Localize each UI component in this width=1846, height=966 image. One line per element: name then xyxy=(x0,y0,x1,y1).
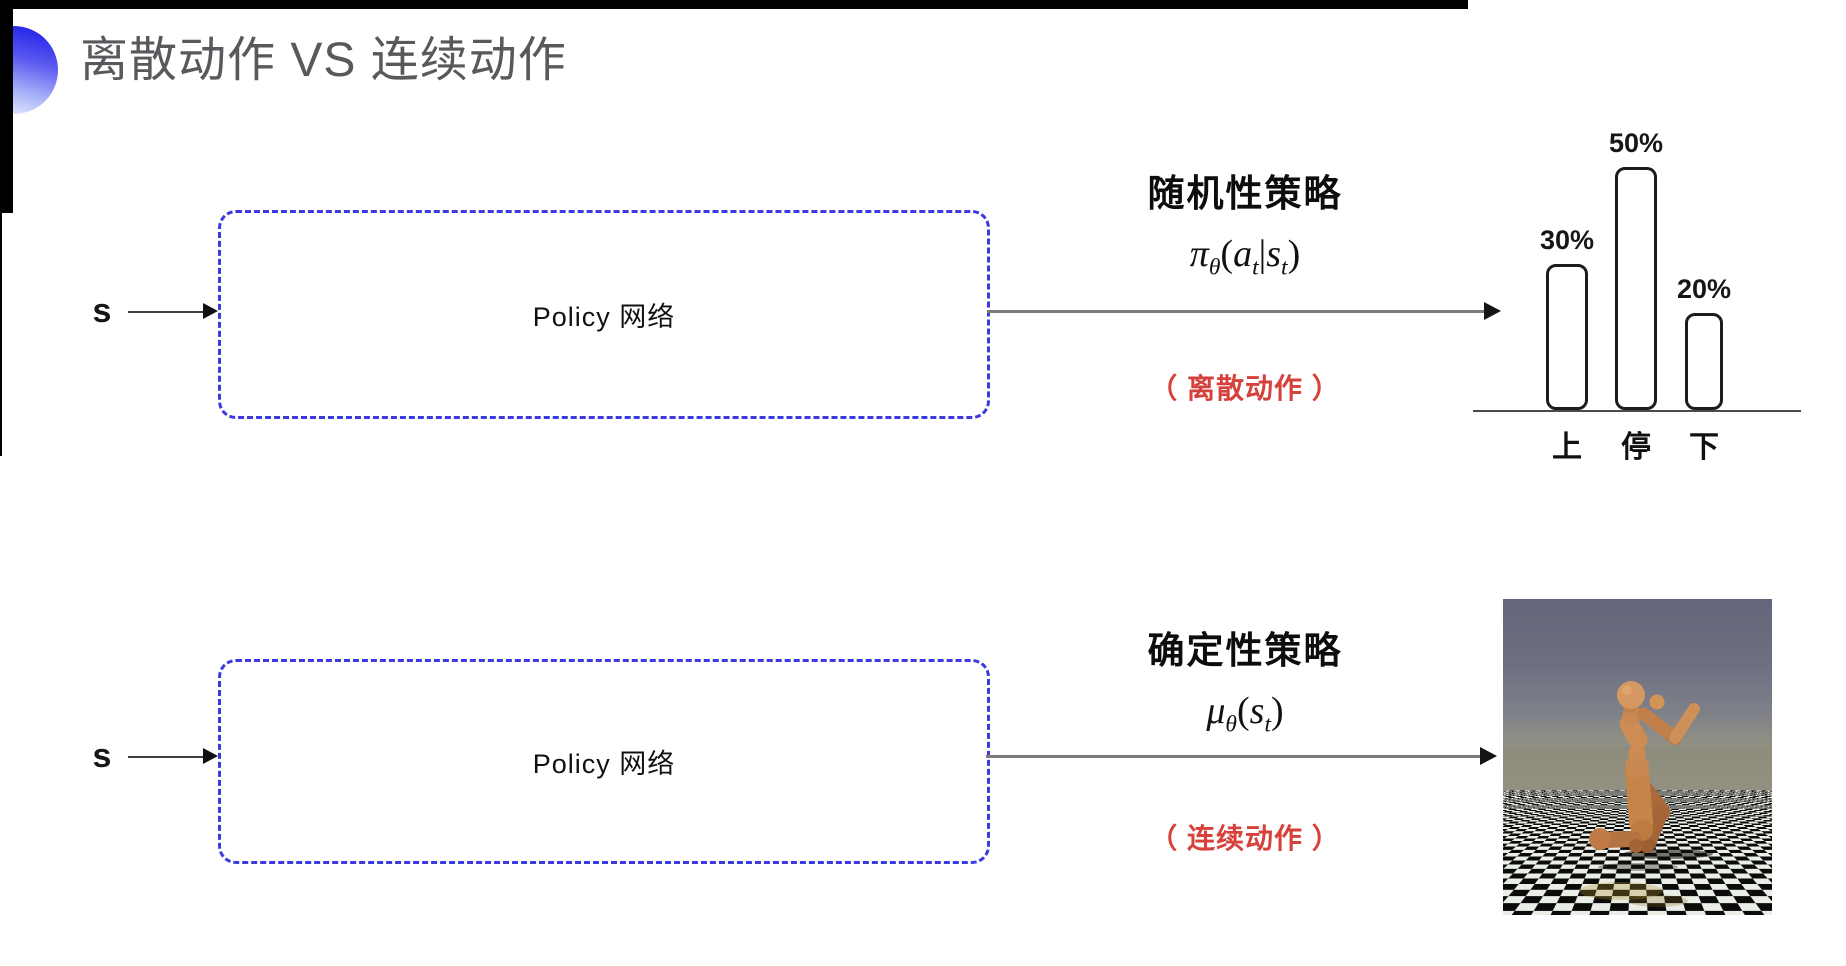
output-arrowhead-row1 xyxy=(1484,302,1501,320)
policy-network-box-row2: Policy 网络 xyxy=(218,659,990,864)
stochastic-policy-formula: πθ(at|st) xyxy=(1189,233,1301,281)
probability-value-label: 50% xyxy=(1608,128,1664,158)
frame-left-hairline xyxy=(0,0,2,456)
probability-bar-上 xyxy=(1546,264,1588,410)
deterministic-policy-formula: μθ(st) xyxy=(1206,690,1284,738)
policy-network-box-row1: Policy 网络 xyxy=(218,210,990,419)
probability-value-label: 20% xyxy=(1676,274,1732,304)
deterministic-policy-title: 确定性策略 xyxy=(1147,630,1343,671)
output-arrow-row1 xyxy=(987,310,1486,313)
state-input-label-row1: s xyxy=(92,292,112,330)
probability-bar-下 xyxy=(1685,313,1723,410)
action-probability-bar-chart: 30% 上 50% 停 20% 下 xyxy=(1473,128,1803,464)
frame-left-bar xyxy=(0,0,13,213)
probability-value-label: 30% xyxy=(1539,225,1595,255)
frame-top-bar xyxy=(0,0,1468,9)
stochastic-policy-title: 随机性策略 xyxy=(1147,173,1343,214)
mujoco-humanoid-image xyxy=(1503,599,1772,915)
state-input-label-row2: s xyxy=(92,737,112,775)
chart-baseline xyxy=(1473,410,1801,412)
input-arrowhead-row2 xyxy=(203,748,218,764)
input-arrowhead-row1 xyxy=(203,303,218,319)
input-arrow-row2 xyxy=(128,756,204,758)
continuous-action-note: （ 连续动作 ） xyxy=(1149,823,1341,854)
action-category-label: 停 xyxy=(1621,431,1651,464)
output-arrow-row2 xyxy=(986,755,1482,758)
mu-symbol: μ xyxy=(1206,690,1226,732)
policy-network-label-row1: Policy 网络 xyxy=(532,302,676,332)
input-arrow-row1 xyxy=(128,311,204,313)
action-category-label: 下 xyxy=(1689,431,1719,464)
pi-symbol: π xyxy=(1189,233,1209,275)
humanoid-figure xyxy=(1579,681,1713,907)
output-arrowhead-row2 xyxy=(1480,747,1497,765)
discrete-action-note: （ 离散动作 ） xyxy=(1149,373,1341,404)
action-category-label: 上 xyxy=(1552,431,1582,464)
page-title: 离散动作 VS 连续动作 xyxy=(80,34,567,87)
probability-bar-停 xyxy=(1615,167,1657,410)
policy-network-label-row2: Policy 网络 xyxy=(532,749,676,779)
